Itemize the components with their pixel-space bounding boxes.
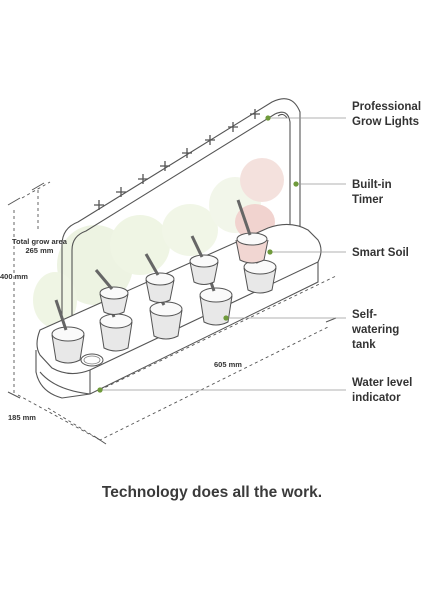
callout-timer: Built-in Timer [352, 179, 392, 206]
tagline: Technology does all the work. [101, 484, 323, 501]
callout-grow-lights: Professional Grow Lights [352, 101, 422, 128]
pod [99, 289, 133, 352]
pod [94, 269, 129, 315]
dimension-grow-area: Total grow area 265 mm [12, 237, 67, 255]
dimension-depth: 185 mm [8, 413, 36, 422]
callout-leaders [100, 117, 346, 391]
grow-light-leds [94, 109, 260, 210]
grow-light-arm [61, 98, 301, 322]
pod [235, 199, 269, 264]
pod [144, 253, 175, 303]
pod [51, 299, 85, 364]
callout-smart-soil: Smart Soil [352, 247, 409, 259]
dimension-height: 400 mm [0, 272, 28, 281]
callout-self-watering: Self-watering tank [352, 309, 400, 351]
callout-dots [97, 115, 299, 393]
dimension-length: 605 mm [214, 360, 242, 369]
callout-water-level: Water level indicator [352, 377, 413, 404]
dimension-ticks [7, 182, 337, 445]
plant-foliage [33, 158, 284, 328]
water-level-window [80, 353, 104, 367]
pod [189, 235, 219, 285]
plant-pods [51, 199, 277, 364]
